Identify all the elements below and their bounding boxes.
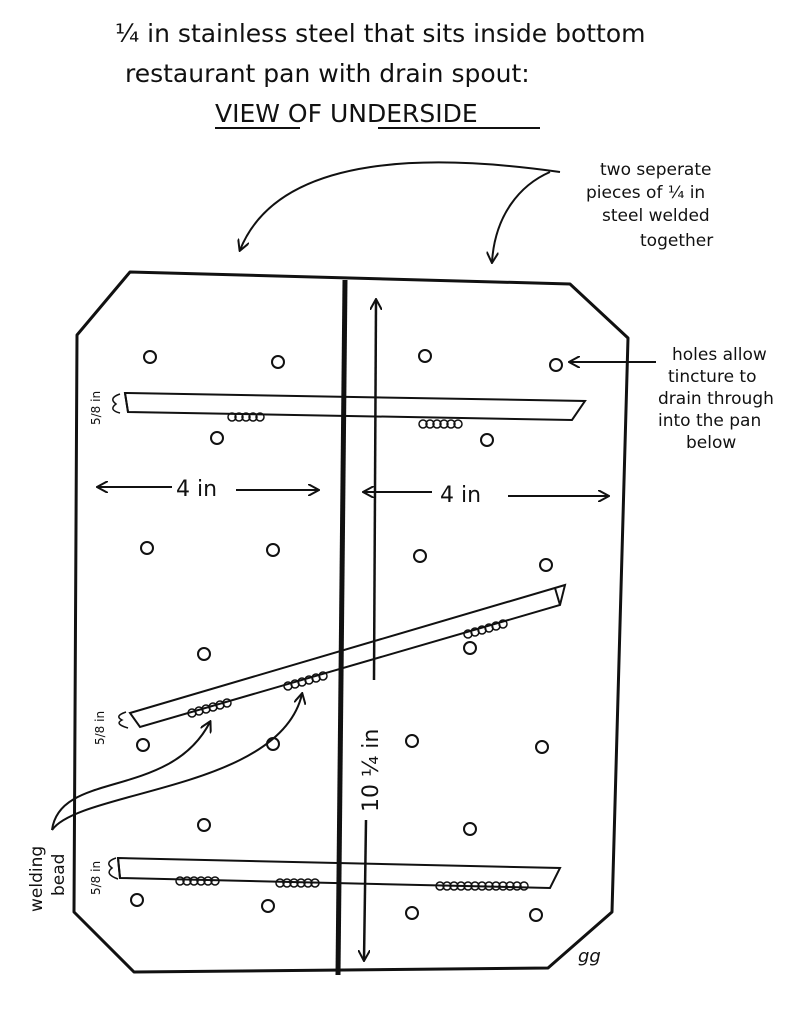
welding-bead-bottom: [175, 876, 529, 891]
drain-hole: [539, 558, 553, 572]
title-line-3: VIEW OF UNDERSIDE: [215, 99, 478, 128]
drain-hole: [463, 822, 477, 836]
title-line-1: ¼ in stainless steel that sits inside bo…: [115, 19, 646, 48]
length-arrow-down: [364, 819, 366, 960]
welding-arrow-2: [51, 694, 302, 831]
rail-height-label-top: 5/8 in: [89, 391, 103, 425]
drain-hole: [271, 355, 285, 369]
drain-hole: [197, 647, 211, 661]
rail-bottom: [116, 856, 562, 890]
welding-bead-top: [227, 412, 463, 429]
pieces-note: two seperate pieces of ¼ in steel welded…: [586, 160, 713, 251]
length-arrow-up: [374, 300, 376, 681]
rail-bracket-top: [112, 393, 121, 414]
drain-hole: [418, 349, 432, 363]
drain-hole: [140, 541, 154, 555]
drain-hole: [197, 818, 211, 832]
pieces-note-line-2: pieces of ¼ in: [586, 183, 705, 203]
rail-height-label-middle: 5/8 in: [93, 711, 107, 745]
drain-hole: [413, 549, 427, 563]
holes-note-line-3: drain through: [658, 389, 774, 409]
drain-hole: [480, 433, 494, 447]
drain-hole: [405, 734, 419, 748]
rail-bracket-bottom: [108, 857, 119, 880]
rail-top: [123, 391, 587, 422]
drain-hole: [463, 641, 477, 655]
holes-note-line-4: into the pan: [658, 411, 761, 431]
drain-holes: [130, 349, 563, 922]
drain-hole: [136, 738, 150, 752]
artist-signature: gg: [578, 946, 601, 967]
welding-note-line-2: bead: [49, 854, 69, 896]
drain-hole: [535, 740, 549, 754]
title-line-2: restaurant pan with drain spout:: [125, 59, 530, 88]
pieces-arrow-left: [240, 161, 561, 250]
drain-hole: [549, 358, 563, 372]
welding-bead-middle: [187, 619, 508, 718]
pieces-note-line-4: together: [640, 231, 713, 251]
drain-hole: [266, 543, 280, 557]
left-width-label: 4 in: [176, 477, 217, 502]
right-width-label: 4 in: [440, 483, 481, 508]
drain-hole: [143, 350, 157, 364]
length-label: 10 ¼ in: [359, 729, 384, 812]
pieces-note-line-3: steel welded: [602, 206, 710, 226]
weld-seam-line: [335, 279, 348, 976]
rail-bracket-middle: [118, 711, 129, 729]
steel-plate-outline: [72, 270, 630, 974]
rail-middle: [128, 583, 567, 729]
drain-hole: [529, 908, 543, 922]
drain-hole: [405, 906, 419, 920]
holes-note-line-2: tincture to: [668, 367, 757, 387]
pieces-note-line-1: two seperate: [600, 160, 711, 180]
holes-note-line-5: below: [686, 433, 736, 453]
drain-hole: [130, 893, 144, 907]
holes-note-line-1: holes allow: [672, 345, 767, 365]
holes-note: holes allow tincture to drain through in…: [658, 345, 774, 453]
drain-hole: [210, 431, 224, 445]
drain-hole: [261, 899, 275, 913]
pieces-arrow-right: [492, 171, 551, 262]
rail-height-label-bottom: 5/8 in: [89, 861, 103, 895]
welding-arrow-1: [51, 722, 210, 831]
welding-note-line-1: welding: [27, 846, 47, 912]
